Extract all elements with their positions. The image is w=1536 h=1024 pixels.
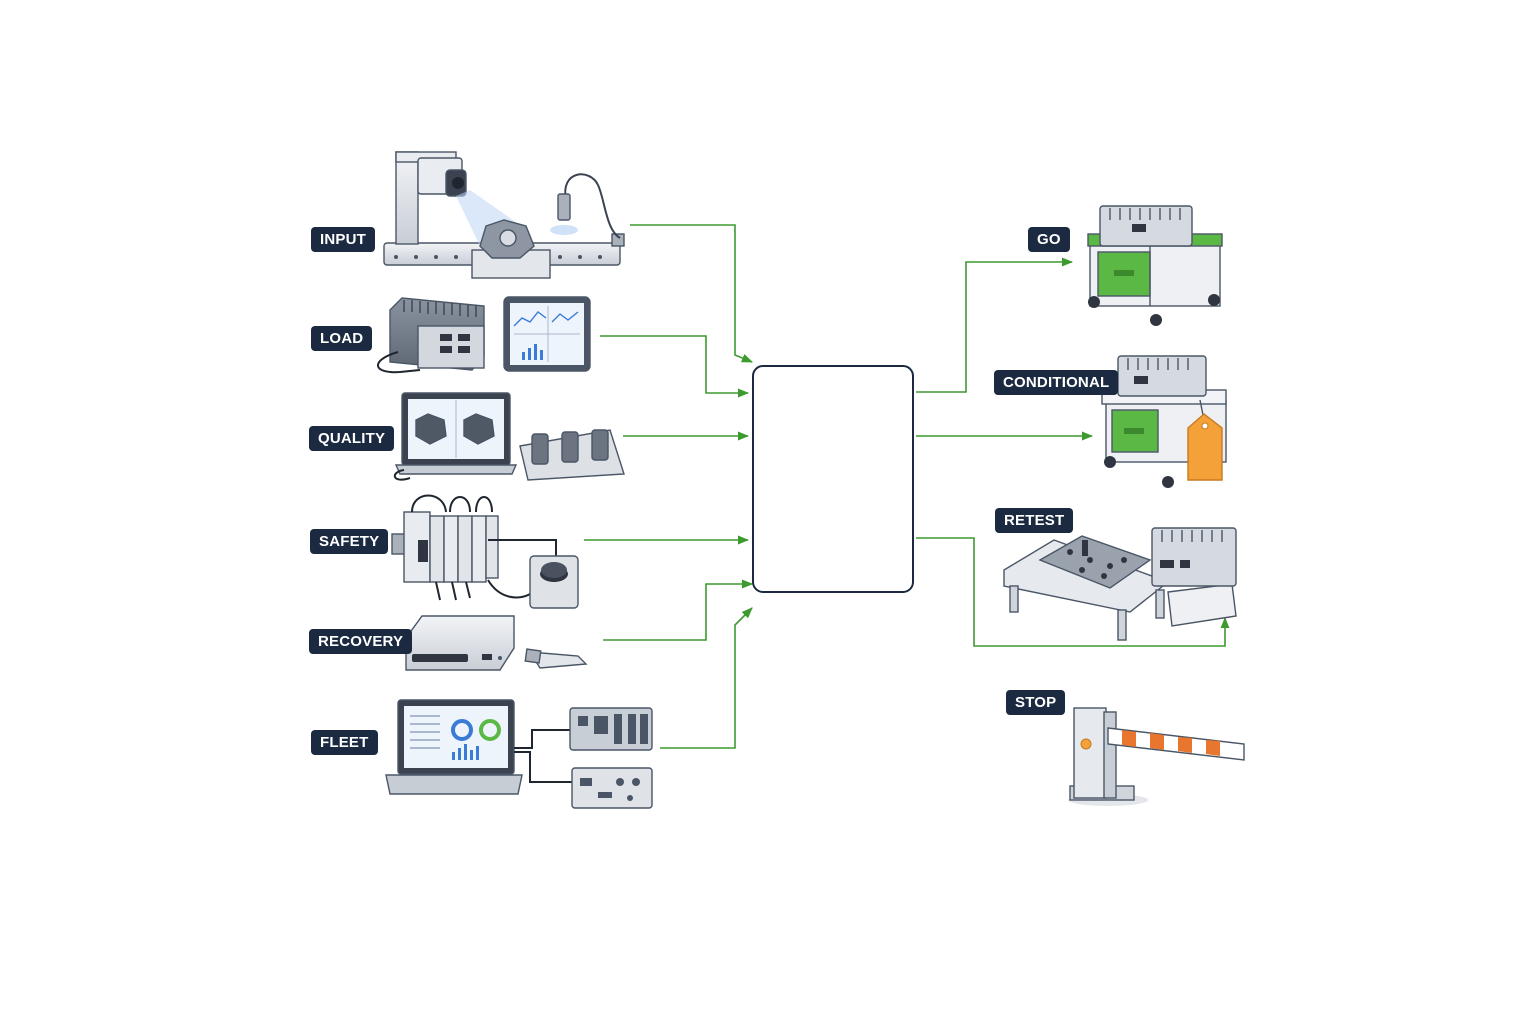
- tag-fleet: FLEET: [311, 730, 378, 755]
- quality-laptop-parts-tray-icon: [394, 392, 625, 481]
- connector-input: [630, 224, 754, 363]
- connectors: [584, 224, 1230, 749]
- fleet-laptop-controllers-icon: [385, 699, 653, 809]
- tag-input: INPUT: [311, 227, 375, 252]
- tag-quality: QUALITY: [309, 426, 395, 451]
- tag-safety: SAFETY: [310, 529, 389, 554]
- barrier-gate-icon: [1068, 707, 1245, 806]
- connector-fleet: [660, 607, 753, 749]
- tag-conditional: CONDITIONAL: [994, 370, 1119, 395]
- tag-stop: STOP: [1006, 690, 1066, 715]
- connector-recovery: [603, 579, 754, 641]
- connector-retest: [916, 537, 1230, 647]
- tag-recovery: RECOVERY: [309, 629, 413, 654]
- connector-load: [600, 335, 750, 398]
- connector-go: [916, 257, 1074, 393]
- tag-load: LOAD: [311, 326, 373, 351]
- safety-relay-estop-icon: [391, 494, 579, 609]
- test-bench-fixture-icon: [1003, 527, 1237, 641]
- backup-drive-usb-icon: [405, 615, 588, 671]
- tagged-cart-device-icon: [1101, 355, 1227, 488]
- tag-retest: RETEST: [995, 508, 1074, 533]
- green-cart-device-icon: [1087, 205, 1223, 326]
- tag-go: GO: [1028, 227, 1070, 252]
- edge-computer-monitor-icon: [377, 296, 591, 374]
- vision-inspection-camera-icon: [383, 151, 625, 279]
- decision-box: [752, 365, 914, 593]
